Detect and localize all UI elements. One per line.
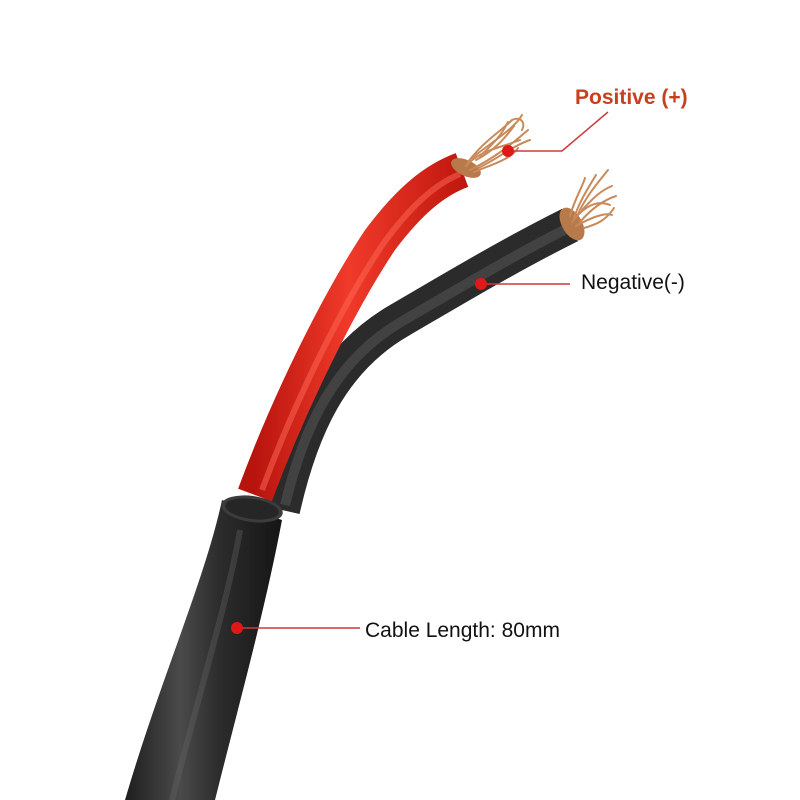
callout-dot-negative <box>475 278 487 290</box>
callout-dot-length <box>231 622 243 634</box>
negative-wire <box>264 207 585 514</box>
negative-label: Negative(-) <box>581 271 685 294</box>
negative-copper-strands <box>569 169 617 229</box>
positive-label: Positive (+) <box>575 86 688 109</box>
positive-copper-strands <box>465 114 531 173</box>
cable-length-label: Cable Length: 80mm <box>365 619 560 642</box>
callout-lines <box>237 111 609 629</box>
callout-line-positive <box>508 111 609 152</box>
positive-wire <box>238 153 481 502</box>
outer-jacket <box>125 495 283 800</box>
callout-dot-positive <box>502 145 514 157</box>
callout-dots <box>231 145 514 634</box>
